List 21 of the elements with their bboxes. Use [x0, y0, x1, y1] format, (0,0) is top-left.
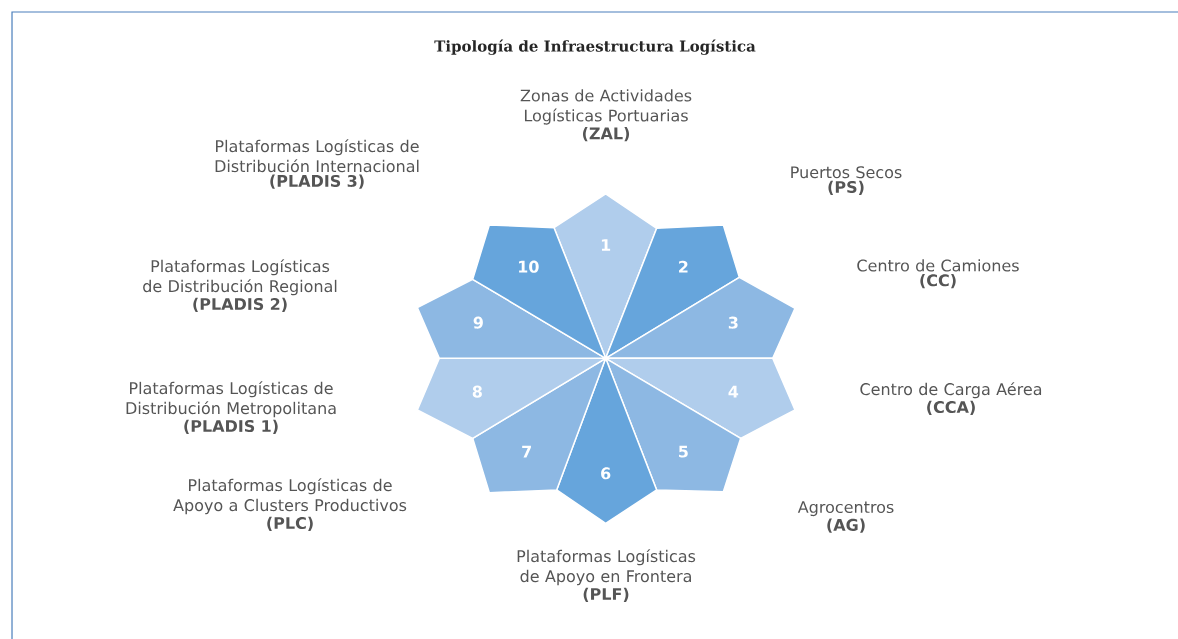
abbreviation: (PLF) [583, 587, 629, 602]
petal-label: Centro de Carga Aérea [860, 382, 1042, 399]
petal-label: Agrocentros [797, 501, 894, 517]
petal-label: Centro de Camiones [857, 259, 1019, 272]
petal-label: Plataformas Logísticas de Apoyo a Clusters Productivos [173, 478, 407, 515]
abbreviation: (PLADIS 1) [184, 419, 278, 434]
abbreviation: (ZAL) [583, 127, 630, 142]
petal-label: Plataformas Logísticas de Distribución Regional [143, 259, 337, 296]
petal-label: Plataformas Logísticas de Distribución Metropolitana [126, 381, 336, 418]
abbreviation: (PLADIS 2) [193, 297, 287, 312]
petal-label: Plataformas Logísticas de Distribución Internacional [215, 139, 419, 173]
abbreviation: (CCA) [927, 400, 975, 415]
petal-label: Plataformas Logísticas de Apoyo en Frontera [517, 549, 696, 586]
abbreviation: (AG) [827, 518, 865, 533]
abbreviation: (PLC) [267, 516, 313, 531]
abbreviation: (PS) [828, 180, 864, 195]
abbreviation: (PLADIS 3) [270, 174, 364, 189]
title: Tipología de Infraestructura Logística [434, 39, 756, 55]
petal-label: Zonas de Actividades Logísticas Portuarias [520, 89, 692, 125]
petal-label: Puertos Secos [791, 166, 902, 179]
abbreviation: (CC) [920, 273, 956, 289]
